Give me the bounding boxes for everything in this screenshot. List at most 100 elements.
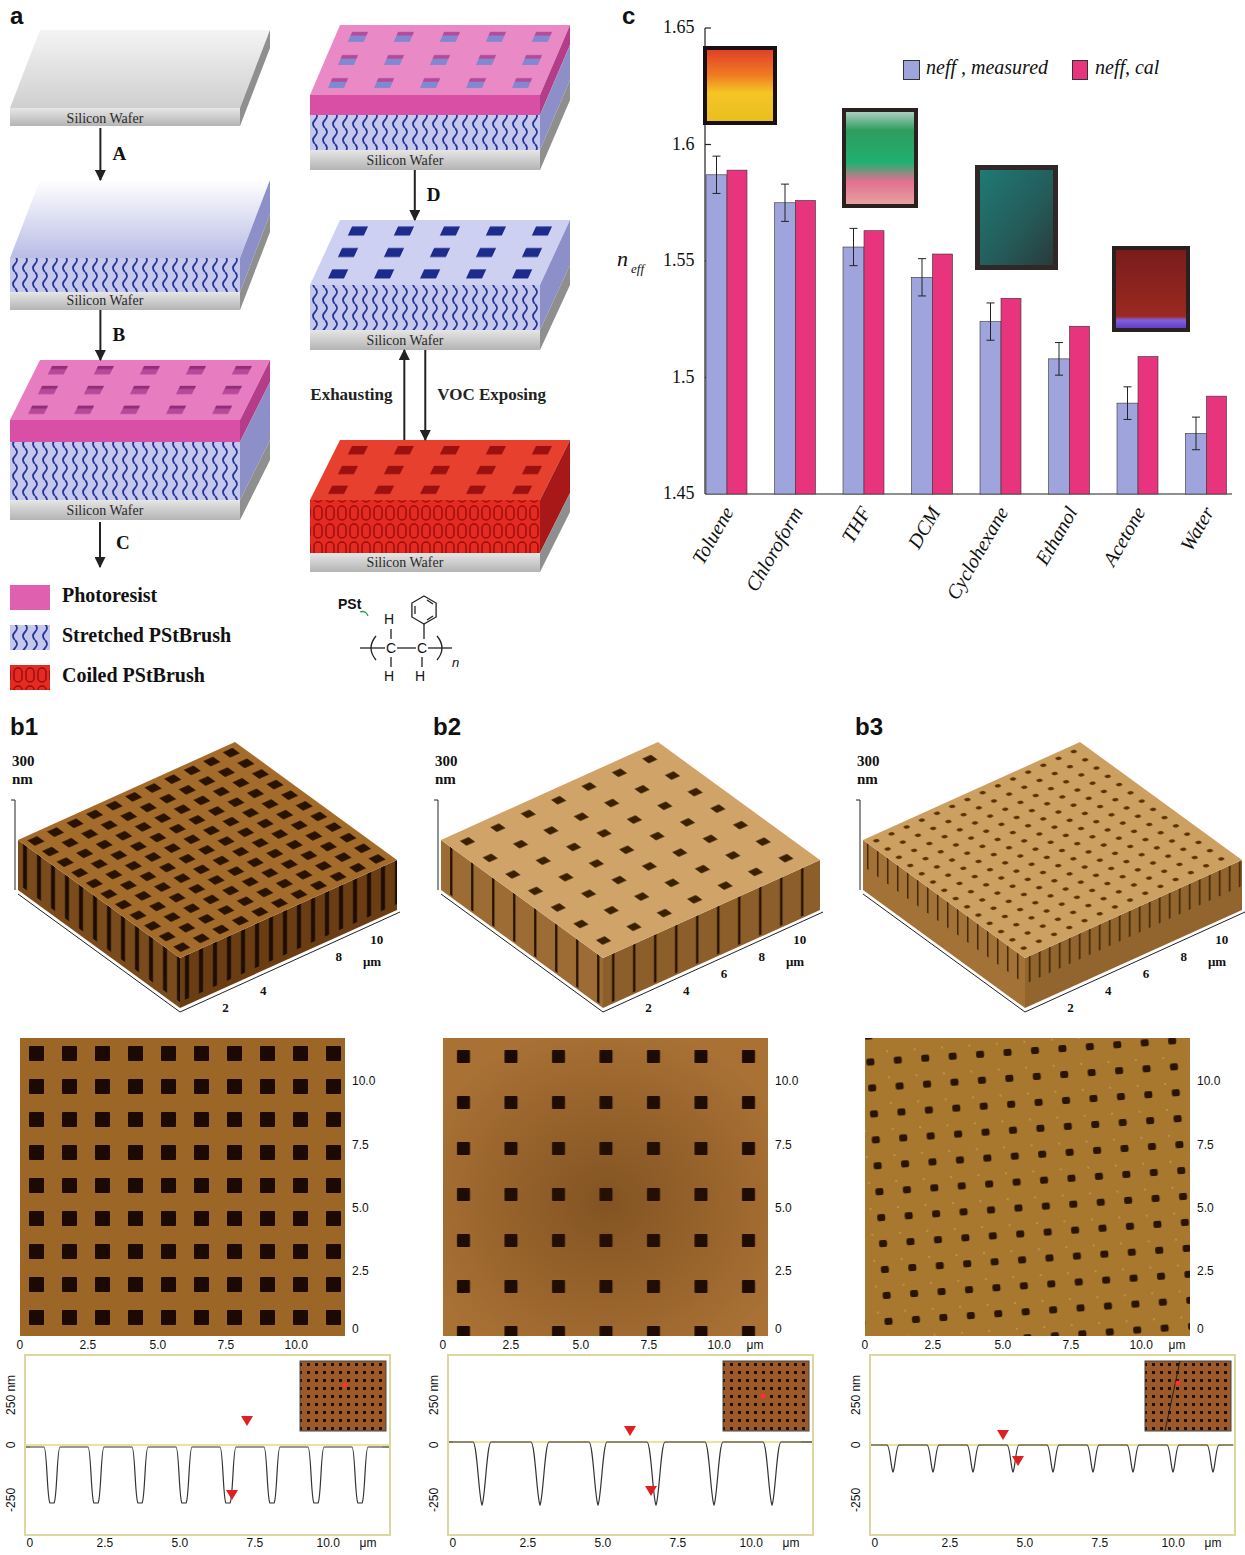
process-arrow: [403, 350, 405, 440]
wafer-label: Silicon Wafer: [15, 292, 195, 309]
bar-group: [706, 156, 1227, 494]
legend-text: Coiled PStBrush: [62, 664, 205, 687]
axis-tick: 4: [260, 984, 267, 999]
scale-label: 300 nm: [435, 752, 469, 788]
calculated-bar: [1207, 396, 1227, 494]
axis-tick: 5.0: [352, 1202, 369, 1216]
axis-tick: 1.65: [663, 17, 695, 38]
axis-tick: 10: [370, 933, 383, 948]
legend-swatch: [1072, 60, 1088, 80]
axis-tick: 10.0: [1197, 1075, 1220, 1089]
arrow-label: D: [425, 184, 443, 206]
axis-tick: 7.5: [670, 1537, 687, 1551]
coiled-brush-illustration: [310, 440, 570, 572]
wafer-label: Silicon Wafer: [315, 554, 495, 571]
axis-tick: 2: [645, 1001, 652, 1016]
axis-tick: 250 nm: [850, 1375, 864, 1415]
calculated-bar: [933, 254, 953, 494]
process-arrow: [414, 170, 416, 220]
axis-tick: 5.0: [775, 1202, 792, 1216]
error-cap: [987, 340, 995, 341]
category-label: Cyclohexane: [942, 502, 1014, 603]
category-label: Ethanol: [1030, 502, 1082, 568]
wafer-label: Silicon Wafer: [15, 110, 195, 127]
wafer-label: Silicon Wafer: [315, 332, 495, 349]
axis-tick: 2.5: [775, 1265, 792, 1279]
error-cap: [1192, 417, 1200, 418]
measured-bar: [912, 277, 933, 494]
axis-tick: 10.0: [317, 1537, 340, 1551]
axis-tick: 2.5: [925, 1339, 942, 1353]
axis-tick: μm: [1205, 1537, 1222, 1551]
measured-bar: [980, 322, 1001, 494]
error-cap: [918, 258, 926, 259]
calculated-bar: [1001, 298, 1021, 494]
legend-text: neff , measured: [926, 56, 1048, 79]
axis-tick: 2: [222, 1001, 229, 1016]
axis-tick: -250: [5, 1488, 19, 1512]
sample-photo: [703, 46, 1190, 332]
error-cap: [987, 302, 995, 303]
error-cap: [781, 184, 789, 185]
chart-axes: [705, 28, 1232, 494]
legend-text: Photoresist: [62, 584, 157, 607]
category-label: THF: [837, 502, 876, 546]
process-arrow: [424, 350, 426, 440]
axis-tick: 10: [1215, 933, 1228, 948]
afm-image: [434, 742, 823, 1535]
axis-tick: 0: [440, 1339, 447, 1353]
axis-tick: 5.0: [1197, 1202, 1214, 1216]
axis-tick: 0: [450, 1537, 457, 1551]
error-cap: [1124, 419, 1132, 420]
chemical-structure: [360, 596, 452, 667]
category-label: Toluene: [687, 502, 738, 568]
axis-tick: 10.0: [285, 1339, 308, 1353]
axis-tick: 2.5: [503, 1339, 520, 1353]
axis-tick: 5.0: [1017, 1537, 1034, 1551]
axis-tick: 7.5: [218, 1339, 235, 1353]
measured-bar: [1049, 359, 1070, 494]
axis-tick: 7.5: [247, 1537, 264, 1551]
error-cap: [1055, 342, 1063, 343]
process-arrow: [99, 310, 101, 360]
axis-tick: 7.5: [1197, 1139, 1214, 1153]
axis-tick: 5.0: [595, 1537, 612, 1551]
axis-unit: μm: [786, 955, 804, 970]
process-arrow: [99, 128, 101, 180]
category-label: Acetone: [1098, 502, 1150, 569]
calculated-bar: [727, 170, 747, 494]
axis-tick: 10.0: [708, 1339, 731, 1353]
error-cap: [1055, 375, 1063, 376]
arrow-label: A: [110, 143, 128, 165]
repeat-index: n: [452, 656, 459, 671]
atom-label: C: [417, 640, 427, 656]
wafer-stack: Silicon Wafer: [10, 360, 272, 520]
calculated-bar: [1070, 326, 1090, 494]
step-letter: C: [114, 532, 132, 554]
photoresist-illustration: [10, 360, 270, 520]
scale-label: 300 nm: [857, 752, 891, 788]
axis-tick: 8: [1180, 950, 1187, 965]
axis-tick: 4: [683, 984, 690, 999]
axis-tick: 7.5: [775, 1139, 792, 1153]
axis-tick: -250: [850, 1488, 864, 1512]
error-cap: [713, 156, 721, 157]
axis-unit: μm: [363, 955, 381, 970]
axis-tick: 1.5: [672, 367, 695, 388]
axis-tick: 7.5: [1092, 1537, 1109, 1551]
axis-tick: 250 nm: [5, 1375, 19, 1415]
wafer-illustration: [10, 30, 270, 126]
axis-title-sub: eff: [631, 262, 644, 277]
axis-tick: 0: [872, 1537, 879, 1551]
axis-unit: μm: [1169, 1339, 1186, 1353]
panel-letter: b3: [855, 713, 883, 741]
axis-tick: 2.5: [97, 1537, 114, 1551]
axis-tick: 10.0: [775, 1075, 798, 1089]
wafer-stack: Silicon Wafer: [310, 25, 572, 170]
axis-tick: 250 nm: [428, 1375, 442, 1415]
axis-tick: 1.6: [672, 134, 695, 155]
axis-tick: 4: [1105, 984, 1112, 999]
axis-tick: 7.5: [352, 1139, 369, 1153]
